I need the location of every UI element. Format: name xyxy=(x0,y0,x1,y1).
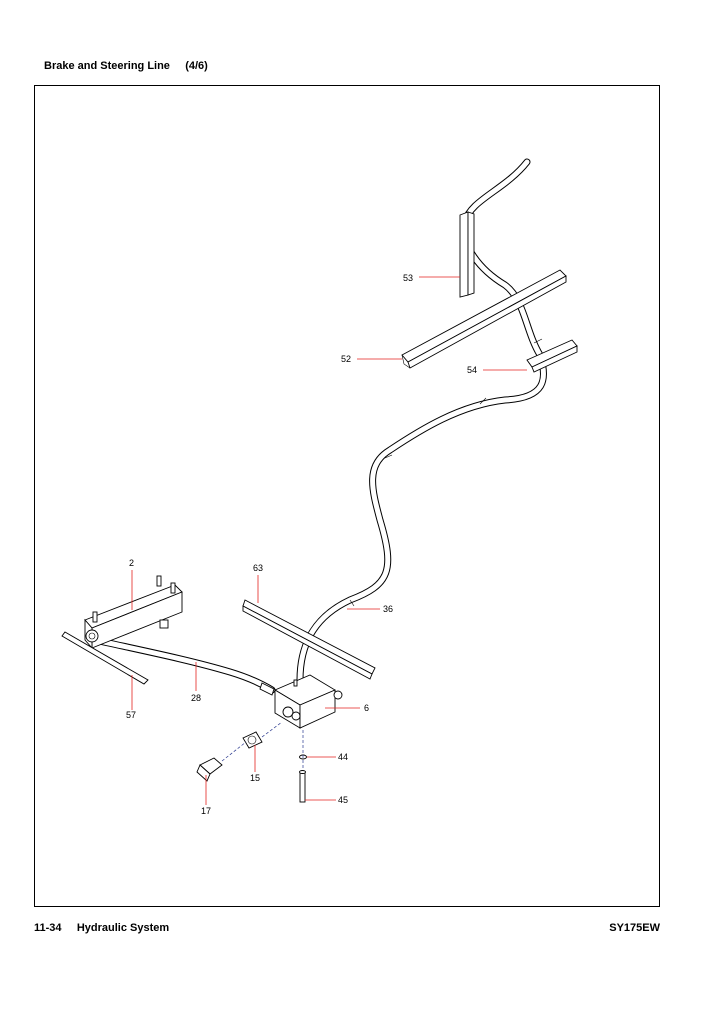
plate-57 xyxy=(61,631,149,685)
callout-6: 6 xyxy=(364,703,369,713)
page-header: Brake and Steering Line (4/6) xyxy=(44,60,208,72)
bracket-63 xyxy=(242,599,376,680)
callout-labels: 2 6 15 17 28 36 44 45 52 53 54 57 63 xyxy=(126,273,477,816)
footer-model: SY175EW xyxy=(609,922,660,934)
callout-53: 53 xyxy=(403,273,413,283)
footer-left: 11-34 Hydraulic System xyxy=(34,922,169,934)
callout-28: 28 xyxy=(191,693,201,703)
valve-block-6 xyxy=(274,674,343,729)
elbow-fitting-17 xyxy=(196,757,223,782)
callout-36: 36 xyxy=(383,604,393,614)
leader-lines xyxy=(131,276,527,805)
callout-44: 44 xyxy=(338,752,348,762)
manifold-block-2 xyxy=(84,575,183,650)
fitting-15 xyxy=(242,731,263,749)
callout-17: 17 xyxy=(201,806,211,816)
footer-section: Hydraulic System xyxy=(76,922,170,934)
clamp-54 xyxy=(526,339,578,373)
callout-57: 57 xyxy=(126,710,136,720)
page-title: Brake and Steering Line xyxy=(44,60,170,72)
callout-15: 15 xyxy=(250,773,260,783)
callout-63: 63 xyxy=(253,563,263,573)
callout-54: 54 xyxy=(467,365,477,375)
callout-45: 45 xyxy=(338,795,348,805)
bolt-45 xyxy=(299,770,306,803)
hose-36 xyxy=(296,158,548,684)
diagram-frame xyxy=(34,85,660,907)
callout-2: 2 xyxy=(129,558,134,568)
clamp-53 xyxy=(459,211,475,298)
footer-page-number: 11-34 xyxy=(34,922,62,934)
bracket-52 xyxy=(401,269,567,369)
hose-28 xyxy=(91,636,276,696)
callout-52: 52 xyxy=(341,354,351,364)
assembly-centerlines xyxy=(221,721,304,770)
page-index: (4/6) xyxy=(185,60,208,72)
